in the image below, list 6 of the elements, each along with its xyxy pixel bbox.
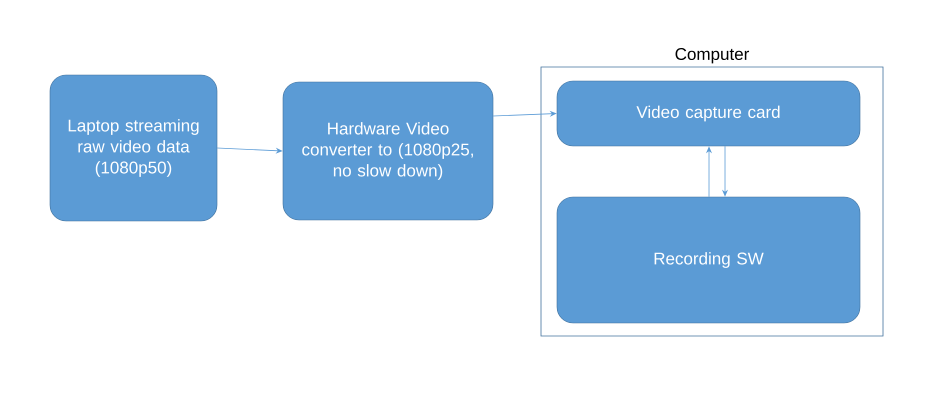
heading: Computer: [676, 48, 750, 64]
process-box: Laptop streaming raw video data (1080p50): [50, 74, 218, 222]
process-box: Video capture card: [556, 80, 860, 146]
process-box: Hardware Video converter to (1080p25, no slow down): [282, 82, 494, 220]
group-frame: [540, 48, 884, 336]
process-box: Recording SW: [556, 196, 860, 324]
